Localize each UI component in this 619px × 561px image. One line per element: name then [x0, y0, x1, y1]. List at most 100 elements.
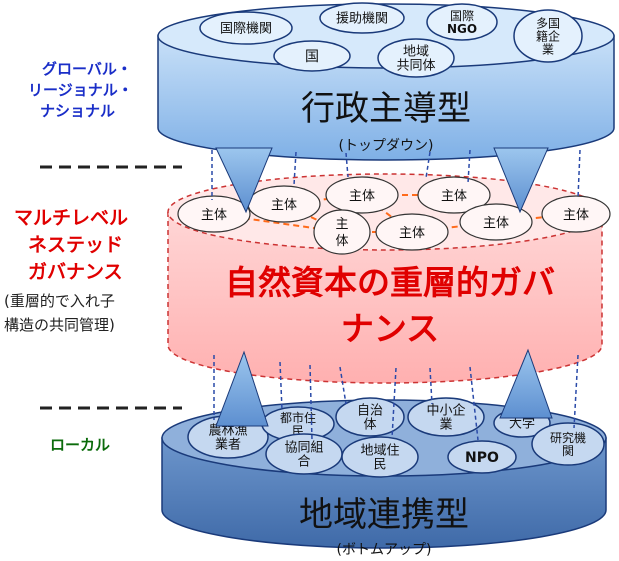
top-actor-aid: 援助機関 [319, 2, 405, 34]
actor-node: 主体 [417, 176, 491, 214]
bottom-actor-research-label: 研究機 [550, 430, 586, 445]
top-title: 行政主導型 [301, 89, 471, 129]
top-actor-ingo-label: NGO [447, 22, 477, 36]
actor-node: 主体 [459, 203, 533, 241]
nested-note-line1: (重層的で入れ子 [4, 292, 115, 310]
top-actor-intl-label: 国際機関 [220, 22, 272, 37]
actor-node-ellipse [417, 176, 491, 214]
top-actor-localgov-label: 共同体 [396, 59, 435, 74]
bottom-actor-residents-label: 地域住 [360, 444, 399, 459]
actor-node-label: 体 [335, 234, 348, 249]
bottom-actor-municipality-label: 体 [363, 418, 376, 433]
actor-node: 主体 [313, 209, 371, 255]
bottom-actor-farmers-label: 業者 [215, 437, 241, 453]
actor-node-label: 主体 [483, 216, 509, 231]
actor-node: 主体 [325, 176, 399, 214]
bottom-actor-coop-label: 協同組 [284, 441, 323, 456]
bottom-up-arrow-right [499, 348, 553, 419]
top-actor-nation-label: 国 [305, 49, 319, 65]
top-actor-mnc-label: 業 [542, 42, 554, 56]
top-down-arrow-right [493, 147, 549, 214]
middle-title-line1: 自然資本の重層的ガバ [225, 263, 555, 302]
actor-node-ellipse [541, 195, 611, 233]
top-actor-ingo-label: 国際 [450, 9, 474, 23]
global-label-line1: グローバル・ [42, 60, 132, 78]
actor-node: 主体 [247, 185, 321, 223]
top-actor-intl: 国際機関 [199, 11, 293, 45]
top-actor-aid-label: 援助機関 [336, 12, 388, 27]
bottom-actor-municipality-label: 自治 [357, 404, 383, 419]
bottom-actor-sme-label: 業 [439, 417, 452, 433]
nested-note-line2: 構造の共同管理) [4, 316, 115, 334]
top-actor-aid-ellipse [319, 2, 405, 34]
actor-node-label: 主体 [349, 189, 375, 204]
top-subtitle: (トップダウン) [339, 138, 434, 154]
multilevel-label-line2: ネステッド [28, 234, 123, 256]
top-actor-nation: 国 [273, 40, 351, 72]
bottom-actor-research-label: 関 [562, 444, 574, 458]
top-actor-mnc-ellipse [513, 9, 583, 63]
top-middle-connectors [211, 149, 581, 200]
middle-layer: 主体主体主体主体主体主体主体主体 自然資本の重層的ガバ ナンス [167, 173, 611, 384]
bottom-actor-coop-label: 合 [297, 455, 310, 470]
bottom-actor-sme-ellipse [407, 397, 485, 437]
actor-node-label: 主体 [563, 208, 589, 223]
top-cylinder-side [157, 35, 615, 161]
multilevel-label-line3: ガバナンス [28, 261, 123, 283]
left-labels: グローバル・ リージョナル・ ナショナル マルチレベル ネステッド ガバナンス … [4, 60, 182, 454]
actor-node-ellipse [375, 213, 449, 251]
bottom-actor-municipality: 自治体 [335, 397, 405, 437]
global-label-line3: ナショナル [40, 102, 115, 120]
bottom-up-arrow-left [215, 350, 269, 427]
top-actor-mnc-label: 籍企 [536, 28, 560, 43]
actor-node-label: 主 [335, 217, 348, 232]
middle-title-line2: ナンス [341, 309, 439, 348]
bottom-title: 地域連携型 [299, 495, 469, 535]
top-actor-mnc-label: 多国 [536, 16, 560, 30]
bottom-actor-research-ellipse [531, 422, 605, 466]
multilevel-label-line1: マルチレベル [14, 207, 128, 229]
bottom-actor-citizens-label: 都市住 [280, 410, 316, 425]
top-actor-nation-ellipse [273, 40, 351, 72]
actor-node: 主体 [541, 195, 611, 233]
actor-node: 主体 [375, 213, 449, 251]
middle-cylinder-side [167, 211, 603, 384]
top-actor-intl-ellipse [199, 11, 293, 45]
actor-node: 主体 [177, 195, 251, 233]
local-label: ローカル [50, 436, 110, 454]
top-down-arrow-left [215, 147, 273, 214]
actor-node-label: 主体 [399, 226, 425, 241]
bottom-actor-npo: NPO [447, 440, 517, 474]
bottom-actor-npo-label: NPO [465, 450, 499, 466]
actor-node-ellipse [325, 176, 399, 214]
middle-bottom-connectors [213, 354, 579, 441]
bottom-subtitle: (ボトムアップ) [337, 542, 432, 558]
actor-node-label: 主体 [271, 198, 297, 213]
actor-node-ellipse [459, 203, 533, 241]
bottom-actor-npo-ellipse [447, 440, 517, 474]
top-actor-localgov-label: 地域 [403, 45, 429, 60]
global-label-line2: リージョナル・ [28, 81, 133, 99]
actor-node-label: 主体 [201, 208, 227, 223]
bottom-actor-farmers-label: 農林漁 [208, 424, 247, 439]
bottom-actor-residents-label: 民 [373, 458, 386, 473]
bottom-actor-residents-ellipse [341, 436, 419, 478]
actor-node-label: 主体 [441, 189, 467, 204]
top-actor-ingo-ellipse [426, 3, 498, 41]
actor-nodes: 主体主体主体主体主体主体主体主体 [177, 176, 611, 255]
actor-node-ellipse [313, 209, 371, 255]
bottom-actor-municipality-ellipse [335, 397, 405, 437]
top-actor-localgov-ellipse [377, 38, 455, 78]
bottom-actor-sme-label: 中小企 [426, 403, 465, 419]
